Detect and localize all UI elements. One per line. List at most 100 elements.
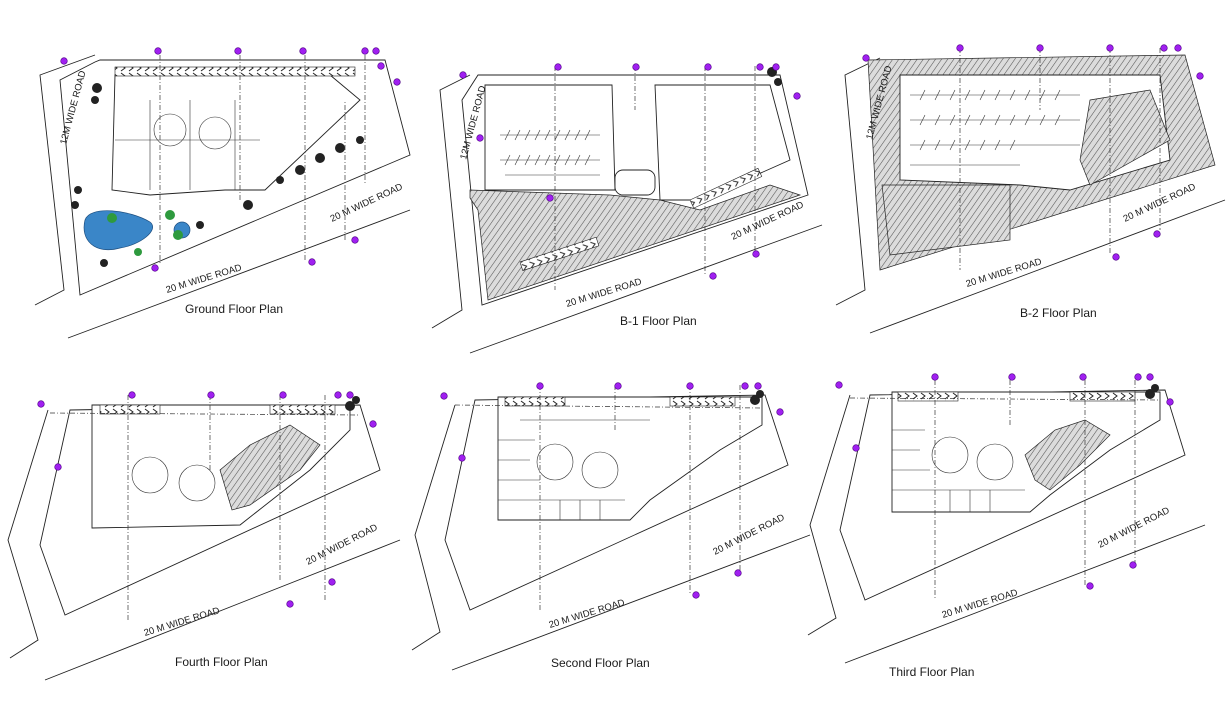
grid-lines — [849, 380, 1161, 600]
road-label: 20 M WIDE ROAD — [941, 587, 1020, 621]
ramp-chevrons — [519, 236, 600, 271]
grid-marker — [60, 57, 68, 65]
site-road-edge-west — [7, 409, 49, 659]
plan-second-floor: 20 M WIDE ROAD 20 M WIDE ROAD Second Flo… — [411, 382, 811, 671]
road-label: 20 M WIDE ROAD — [304, 522, 379, 568]
grid-marker — [709, 272, 717, 280]
grid-marker — [546, 194, 554, 202]
site-road-edge-south — [44, 539, 401, 681]
atrium-circle — [536, 443, 574, 481]
grid-marker — [1174, 44, 1182, 52]
grid-marker — [369, 420, 377, 428]
plan-title: Ground Floor Plan — [185, 302, 283, 316]
ramp-chevrons — [269, 404, 336, 415]
ramp-chevrons — [504, 396, 566, 407]
grid-marker — [931, 373, 939, 381]
tree — [92, 83, 102, 93]
grid-marker — [554, 63, 562, 71]
grid-marker — [614, 382, 622, 390]
site-road-edge-west — [34, 54, 96, 306]
road-label: 20 M WIDE ROAD — [565, 276, 644, 310]
road-label: 20 M WIDE ROAD — [965, 256, 1044, 290]
grid-marker — [835, 381, 843, 389]
grid-lines — [554, 66, 756, 290]
grid-marker — [852, 444, 860, 452]
site-road-edge-west — [431, 74, 471, 329]
atrium-circle — [178, 464, 216, 502]
hatched-area — [469, 184, 802, 301]
tree — [276, 176, 284, 184]
grid-marker — [154, 47, 162, 55]
grid-marker — [128, 391, 136, 399]
parking-block — [484, 84, 616, 191]
grid-marker — [1196, 72, 1204, 80]
grid-marker — [1036, 44, 1044, 52]
site-road-edge-south — [67, 209, 411, 339]
atrium-circle — [131, 456, 169, 494]
plan-third-floor: 20 M WIDE ROAD 20 M WIDE ROAD Third Floo… — [807, 373, 1206, 679]
tree — [352, 396, 360, 404]
grid-marker — [1129, 561, 1137, 569]
grid-marker — [1134, 373, 1142, 381]
grid-marker — [862, 54, 870, 62]
parking-stalls — [919, 89, 1061, 101]
tree — [750, 395, 760, 405]
grid-marker — [1106, 44, 1114, 52]
tree — [243, 200, 253, 210]
building-footprint — [91, 404, 351, 529]
grid-marker — [458, 454, 466, 462]
tree — [335, 143, 345, 153]
plan-title: Third Floor Plan — [889, 665, 974, 679]
grid-marker — [377, 62, 385, 70]
grid-marker — [459, 71, 467, 79]
grid-marker — [334, 391, 342, 399]
grid-marker — [686, 382, 694, 390]
tree — [295, 165, 305, 175]
site-road-edge-south — [469, 224, 823, 354]
atrium-circle — [153, 113, 187, 147]
grid-marker — [1146, 373, 1154, 381]
tree — [196, 221, 204, 229]
hatched-area — [1079, 89, 1171, 186]
grid-marker — [37, 400, 45, 408]
grid-marker — [704, 63, 712, 71]
interior-grid — [115, 100, 260, 190]
landscape-tree — [134, 248, 142, 256]
grid-marker — [752, 250, 760, 258]
landscape-tree — [165, 210, 175, 220]
grid-marker — [279, 391, 287, 399]
grid-marker — [692, 591, 700, 599]
plan-b1-floor: 12M WIDE ROAD 20 M WIDE ROAD 20 M WIDE R… — [431, 63, 823, 354]
grid-marker — [54, 463, 62, 471]
grid-marker — [234, 47, 242, 55]
tree — [100, 259, 108, 267]
road-label: 20 M WIDE ROAD — [165, 262, 244, 296]
grid-marker — [776, 408, 784, 416]
tree — [71, 201, 79, 209]
grid-marker — [1086, 582, 1094, 590]
ramp-chevrons — [99, 404, 161, 415]
tree — [315, 153, 325, 163]
plan-title: B-2 Floor Plan — [1020, 306, 1097, 320]
plan-b2-floor: 12M WIDE ROAD 20 M WIDE ROAD 20 M WIDE R… — [835, 44, 1226, 334]
grid-marker — [793, 92, 801, 100]
grid-marker — [632, 63, 640, 71]
hatched-block — [219, 424, 321, 511]
plan-ground-floor: 12M WIDE ROAD 20 M WIDE ROAD 20 M WIDE R… — [34, 47, 411, 339]
grid-marker — [1112, 253, 1120, 261]
plan-title: Second Floor Plan — [551, 656, 650, 670]
site-boundary — [59, 59, 411, 296]
ramp-chevrons — [1069, 391, 1136, 402]
grid-marker — [308, 258, 316, 266]
grid-marker — [346, 391, 354, 399]
ramp-chevrons — [669, 396, 736, 407]
grid-lines — [49, 395, 361, 620]
grid-marker — [207, 391, 215, 399]
grid-marker — [1166, 398, 1174, 406]
tree — [91, 96, 99, 104]
interior-walls — [892, 429, 1025, 512]
parking-block — [654, 84, 791, 201]
parking-stalls — [919, 139, 1016, 151]
tree — [74, 186, 82, 194]
grid-marker — [361, 47, 369, 55]
